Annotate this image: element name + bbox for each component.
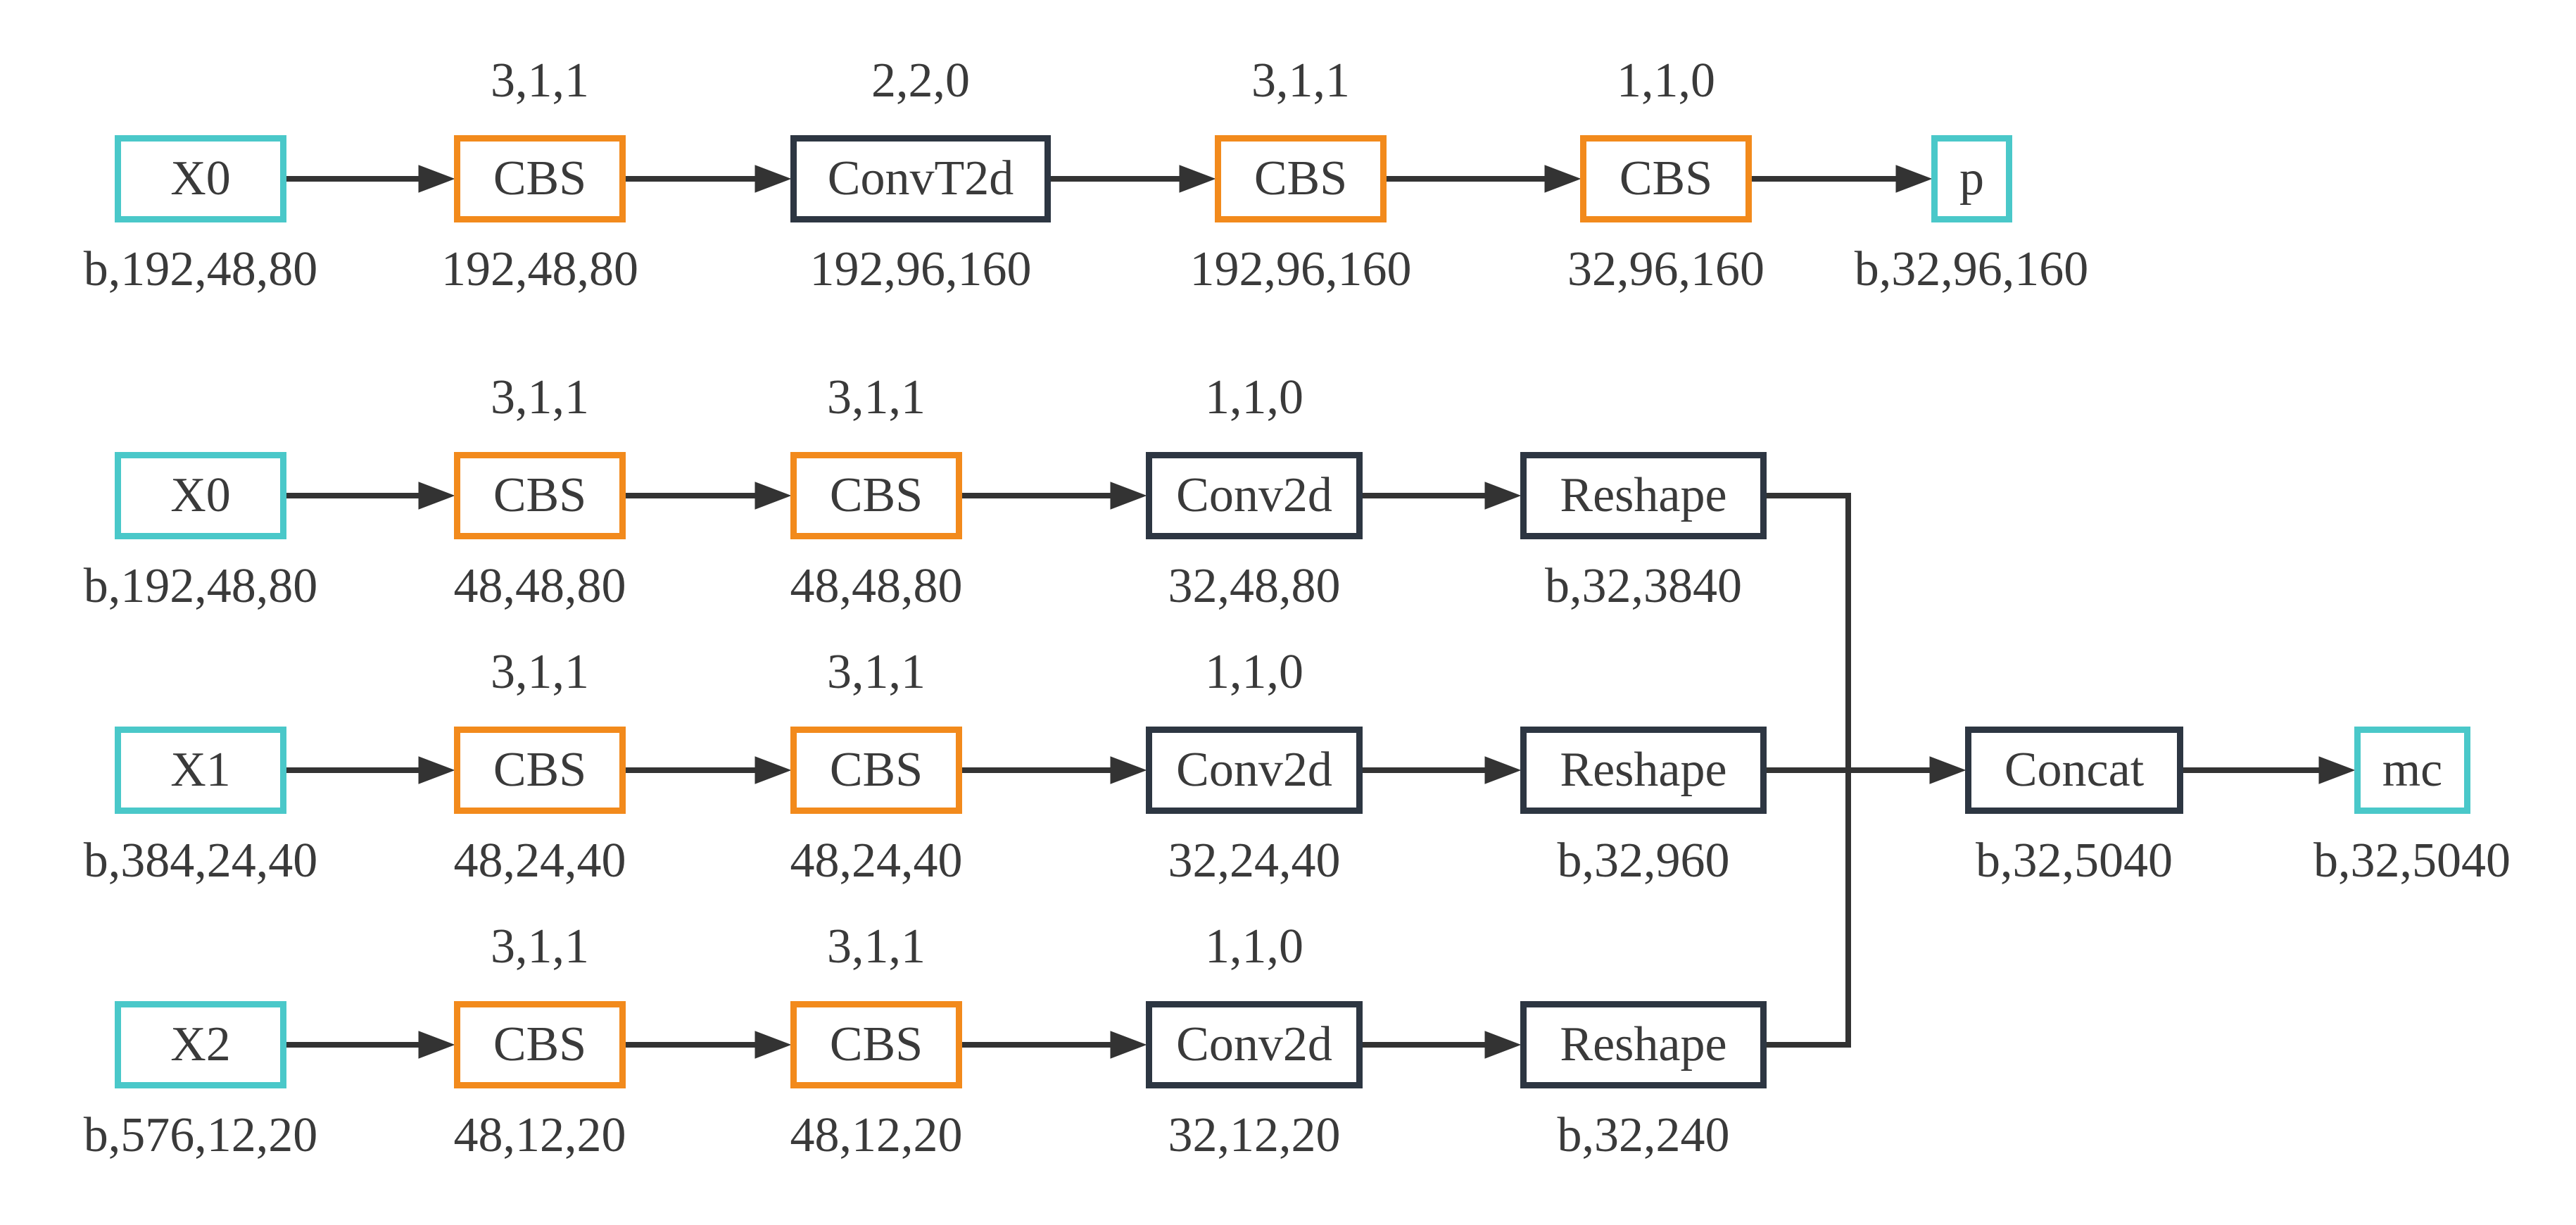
node-cbs: CBS [454, 1001, 626, 1088]
node-cbs: CBS [454, 727, 626, 814]
dim-label: 48,48,80 [453, 559, 626, 613]
node-x0: X0 [115, 135, 286, 222]
node-cbs: CBS [454, 135, 626, 222]
param-label: 3,1,1 [491, 645, 589, 699]
dim-label: 32,24,40 [1168, 834, 1341, 888]
param-label: 2,2,0 [871, 54, 970, 108]
node-p: p [1931, 135, 2012, 222]
node-x2: X2 [115, 1001, 286, 1088]
dim-label: 48,48,80 [790, 559, 963, 613]
dim-label: 192,48,80 [441, 242, 638, 296]
param-label: 1,1,0 [1205, 370, 1303, 425]
param-label: 1,1,0 [1205, 919, 1303, 974]
node-convt2d: ConvT2d [790, 135, 1051, 222]
dim-label: 32,96,160 [1567, 242, 1764, 296]
dim-label: 192,96,160 [1189, 242, 1412, 296]
dim-label: b,32,96,160 [1854, 242, 2089, 296]
node-conv2d: Conv2d [1146, 1001, 1363, 1088]
node-cbs: CBS [1215, 135, 1387, 222]
dim-label: 48,24,40 [453, 834, 626, 888]
param-label: 3,1,1 [827, 645, 926, 699]
param-label: 3,1,1 [491, 919, 589, 974]
node-reshape: Reshape [1520, 727, 1767, 814]
param-label: 3,1,1 [491, 370, 589, 425]
dim-label: b,32,5040 [2313, 834, 2511, 888]
node-x1: X1 [115, 727, 286, 814]
node-conv2d: Conv2d [1146, 727, 1363, 814]
dim-label: 32,12,20 [1168, 1108, 1341, 1162]
param-label: 1,1,0 [1205, 645, 1303, 699]
dim-label: 48,12,20 [453, 1108, 626, 1162]
param-label: 3,1,1 [827, 370, 926, 425]
param-label: 1,1,0 [1617, 54, 1715, 108]
node-concat: Concat [1965, 727, 2183, 814]
dim-label: b,192,48,80 [83, 242, 318, 296]
param-label: 3,1,1 [491, 54, 589, 108]
node-reshape: Reshape [1520, 1001, 1767, 1088]
param-label: 3,1,1 [827, 919, 926, 974]
dim-label: b,192,48,80 [83, 559, 318, 613]
dim-label: 48,24,40 [790, 834, 963, 888]
dim-label: 48,12,20 [790, 1108, 963, 1162]
param-label: 3,1,1 [1251, 54, 1350, 108]
dim-label: b,32,240 [1557, 1108, 1730, 1162]
node-cbs: CBS [790, 1001, 962, 1088]
dim-label: b,576,12,20 [83, 1108, 318, 1162]
node-x0: X0 [115, 452, 286, 539]
node-cbs: CBS [1580, 135, 1752, 222]
node-cbs: CBS [790, 727, 962, 814]
node-cbs: CBS [454, 452, 626, 539]
dim-label: 32,48,80 [1168, 559, 1341, 613]
dim-label: b,32,960 [1557, 834, 1730, 888]
node-mc: mc [2354, 727, 2470, 814]
node-conv2d: Conv2d [1146, 452, 1363, 539]
dim-label: b,32,3840 [1545, 559, 1742, 613]
dim-label: b,32,5040 [1976, 834, 2173, 888]
dim-label: b,384,24,40 [83, 834, 318, 888]
dim-label: 192,96,160 [809, 242, 1032, 296]
node-cbs: CBS [790, 452, 962, 539]
node-reshape: Reshape [1520, 452, 1767, 539]
